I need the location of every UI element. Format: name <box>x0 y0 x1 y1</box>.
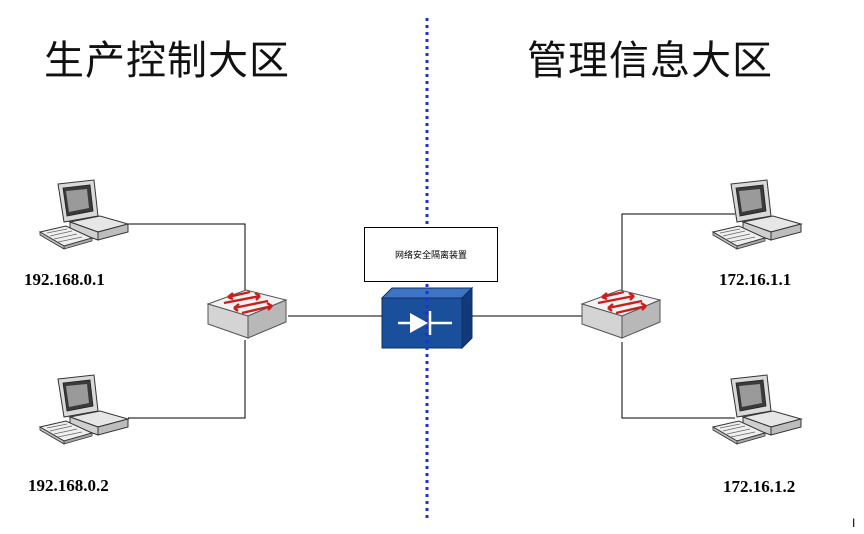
computer-icon <box>39 179 129 250</box>
edge-mark: I <box>852 516 856 530</box>
isolation-device-icon <box>380 286 474 350</box>
host-ip-left-top: 192.168.0.1 <box>24 270 105 289</box>
computer-icon <box>39 374 129 445</box>
isolation-device-label: 网络安全隔离装置 <box>364 227 498 282</box>
computer-icon <box>712 374 802 445</box>
zone-title-management: 管理信息大区 <box>527 38 773 84</box>
isolation-device-label-text: 网络安全隔离装置 <box>394 251 467 261</box>
switch-icon <box>206 288 288 340</box>
host-ip-left-bottom: 192.168.0.2 <box>28 476 109 495</box>
connection-lines-left <box>128 223 382 419</box>
zone-title-production: 生产控制大区 <box>44 38 290 84</box>
host-ip-right-top: 172.16.1.1 <box>719 270 792 289</box>
switch-icon <box>580 288 662 340</box>
connection-lines-right <box>472 213 735 419</box>
host-ip-right-bottom: 172.16.1.2 <box>723 477 796 496</box>
